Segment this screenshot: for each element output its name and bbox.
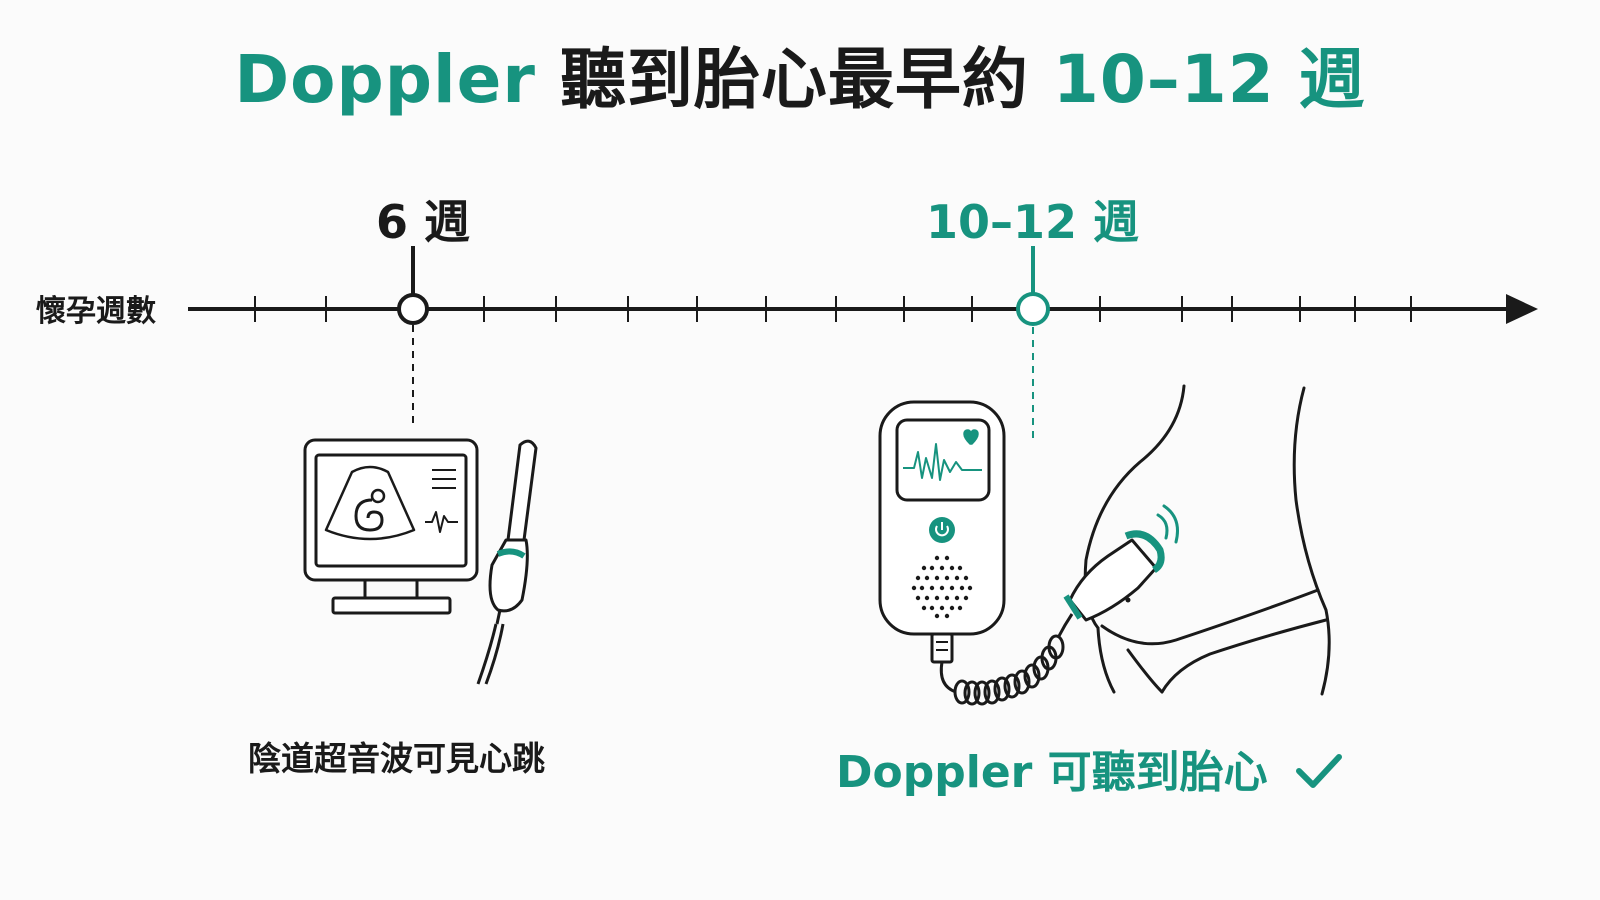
marker-10-12-weeks [1016, 246, 1050, 438]
ultrasound-caption: 陰道超音波可見心跳 [248, 739, 545, 778]
doppler-probe-icon [1063, 530, 1165, 622]
marker-label-10-12-weeks: 10–12 週 [926, 195, 1140, 249]
doppler-caption: Doppler 可聽到胎心 [836, 736, 1343, 800]
sound-waves-icon [1156, 504, 1179, 544]
ultrasound-probe-icon [476, 439, 538, 685]
pregnant-belly-icon [1083, 384, 1331, 696]
title-middle: 聽到胎心最早約 [559, 41, 1029, 118]
axis-label: 懷孕週數 [36, 294, 156, 329]
check-icon [1296, 754, 1343, 788]
ultrasound-monitor-icon [303, 438, 479, 615]
axis-arrow-icon [1506, 294, 1538, 324]
doppler-device-icon [878, 400, 1006, 664]
title-weeks: 10–12 週 [1052, 41, 1366, 118]
coiled-cable-icon [939, 613, 1074, 706]
speaker-grille [911, 555, 973, 619]
timeline-axis [188, 294, 1538, 324]
doppler-caption-text: Doppler 可聽到胎心 [836, 747, 1268, 798]
marker-6-weeks [397, 246, 429, 425]
axis-ticks [254, 296, 1412, 322]
page-title: Doppler 聽到胎心最早約 10–12 週 [0, 26, 1600, 122]
title-doppler: Doppler [234, 41, 536, 118]
marker-label-6-weeks: 6 週 [376, 195, 471, 249]
